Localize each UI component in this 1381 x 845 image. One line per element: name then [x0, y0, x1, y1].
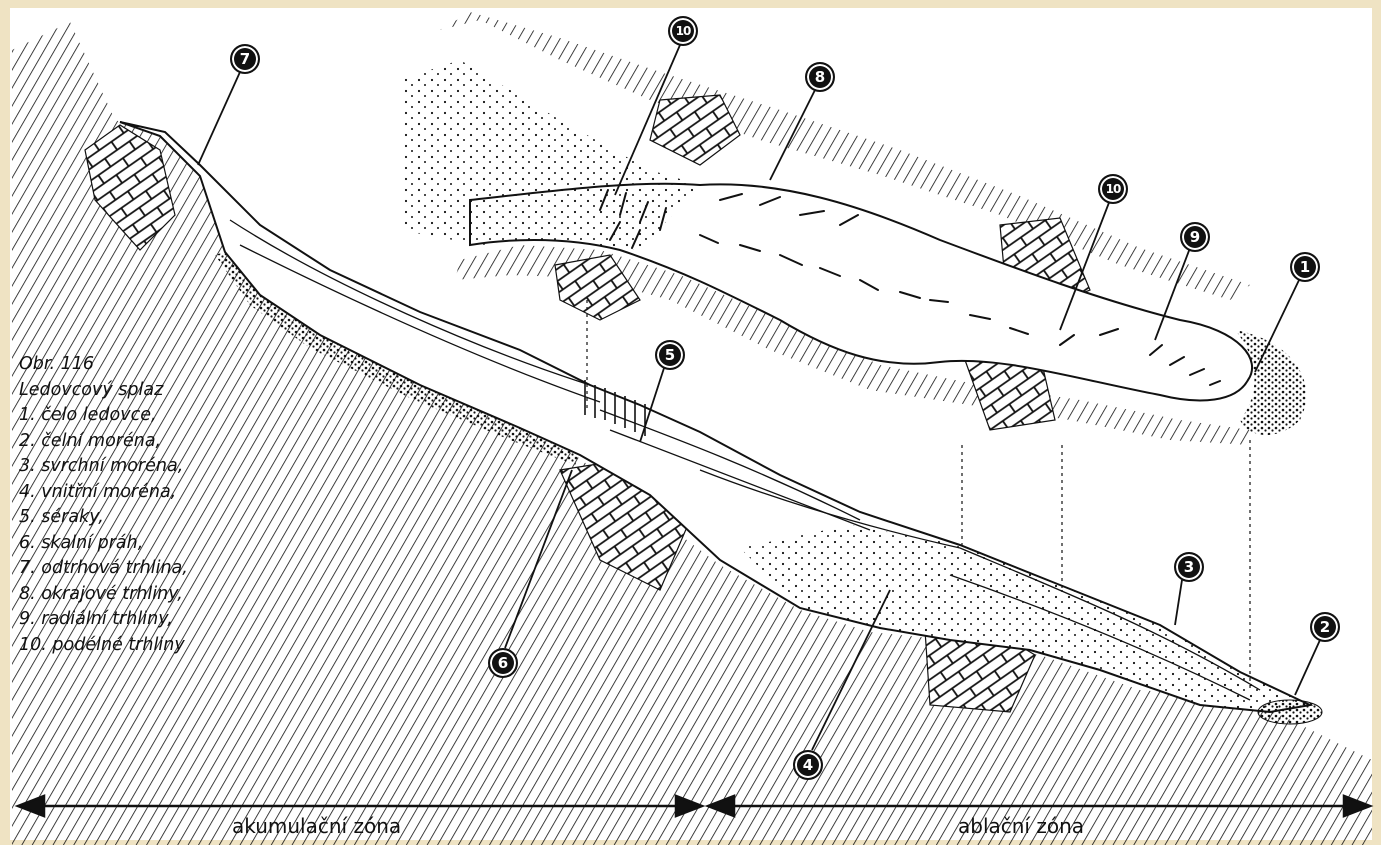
legend-item: 4. vnitřní moréna,: [19, 480, 188, 506]
legend-item: 7. odtrhová trhlina,: [19, 556, 188, 582]
marker-2: 2: [1310, 612, 1340, 642]
marker-9: 9: [1180, 222, 1210, 252]
marker-3: 3: [1174, 552, 1204, 582]
legend-item: 6. skalní práh,: [19, 531, 188, 557]
marker-10-lower: 10: [1098, 174, 1128, 204]
marker-1: 1: [1290, 252, 1320, 282]
marker-5: 5: [655, 340, 685, 370]
legend-item: 1. čelo ledovce,: [19, 403, 188, 429]
legend-item: 10. podélné trhliny: [19, 633, 188, 659]
legend-item: 9. radiální trhliny,: [19, 607, 188, 633]
legend-subtitle: Ledovcový splaz: [19, 378, 188, 404]
legend-item: 2. čelní moréna,: [19, 429, 188, 455]
ablation-zone-label: ablační zóna: [958, 814, 1084, 838]
marker-4: 4: [793, 750, 823, 780]
legend-item: 8. okrajové trhliny,: [19, 582, 188, 608]
terminal-moraine: [1258, 700, 1322, 724]
accumulation-zone-label: akumulační zóna: [232, 814, 401, 838]
legend-item: 3. svrchní moréna,: [19, 454, 188, 480]
figure-legend: Obr. 116 Ledovcový splaz 1. čelo ledovce…: [19, 352, 188, 658]
legend-item: 5. séraky,: [19, 505, 188, 531]
marker-6: 6: [488, 648, 518, 678]
legend-title: Obr. 116: [19, 352, 188, 378]
marker-7: 7: [230, 44, 260, 74]
marker-10-upper: 10: [668, 16, 698, 46]
marker-8: 8: [805, 62, 835, 92]
